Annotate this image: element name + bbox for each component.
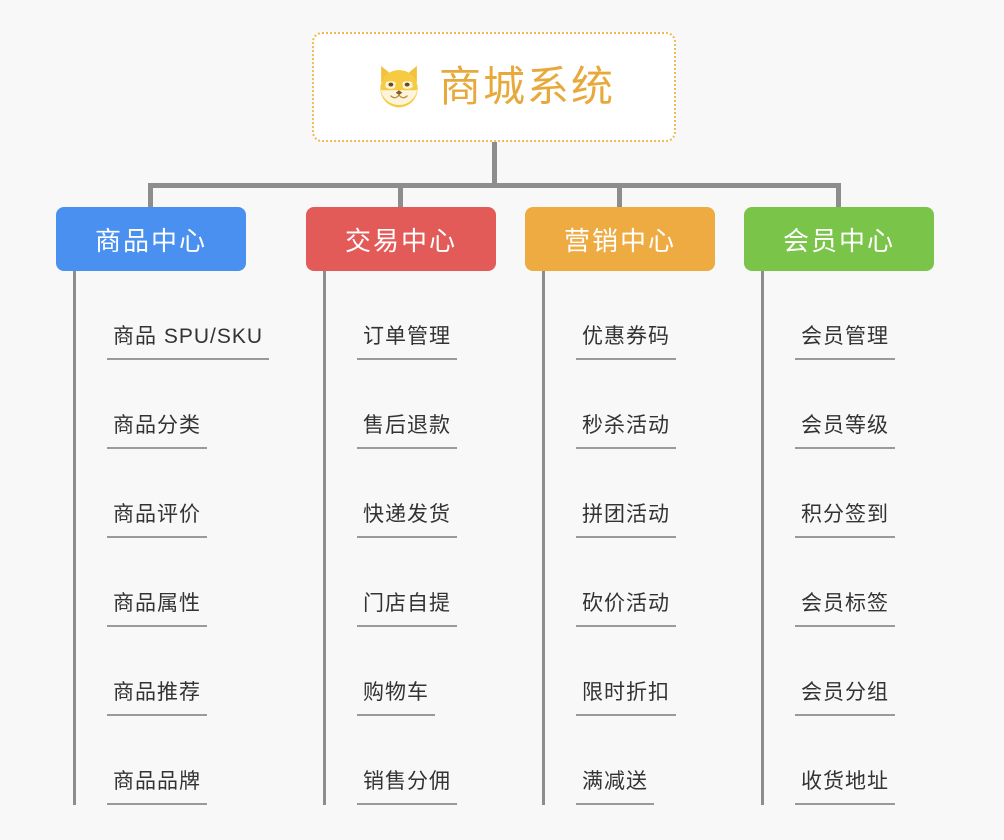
leaf-stack-member-center: 会员管理 会员等级 积分签到 会员标签 会员分组 收货地址 xyxy=(761,271,964,805)
list-item[interactable]: 快递发货 xyxy=(326,449,526,538)
list-item[interactable]: 会员等级 xyxy=(764,360,964,449)
leaf-stack-marketing-center: 优惠券码 秒杀活动 拼团活动 砍价活动 限时折扣 满减送 xyxy=(542,271,745,805)
list-item[interactable]: 订单管理 xyxy=(326,271,526,360)
list-item[interactable]: 销售分佣 xyxy=(326,716,526,805)
leaf-label: 满减送 xyxy=(576,765,654,805)
list-item[interactable]: 商品品牌 xyxy=(76,716,276,805)
list-item[interactable]: 购物车 xyxy=(326,627,526,716)
leaf-label: 收货地址 xyxy=(795,765,895,805)
connector-horizontal-bus xyxy=(148,183,839,188)
leaf-label: 会员分组 xyxy=(795,676,895,716)
list-item[interactable]: 门店自提 xyxy=(326,538,526,627)
leaf-stack-product-center: 商品 SPU/SKU 商品分类 商品评价 商品属性 商品推荐 商品品牌 xyxy=(73,271,276,805)
leaf-label: 订单管理 xyxy=(357,320,457,360)
category-label-marketing-center: 营销中心 xyxy=(563,225,676,256)
connector-drop-product-center xyxy=(148,183,153,209)
connector-drop-trade-center xyxy=(398,183,403,209)
leaf-label: 拼团活动 xyxy=(576,498,676,538)
leaf-label: 秒杀活动 xyxy=(576,409,676,449)
root-node-mall-system[interactable]: 商城系统 xyxy=(312,32,676,142)
page-title: 商城系统 xyxy=(438,63,615,110)
list-item[interactable]: 限时折扣 xyxy=(545,627,745,716)
leaf-label: 会员管理 xyxy=(795,320,895,360)
category-label-product-center: 商品中心 xyxy=(94,225,207,256)
list-item[interactable]: 积分签到 xyxy=(764,449,964,538)
list-item[interactable]: 拼团活动 xyxy=(545,449,745,538)
list-item[interactable]: 优惠券码 xyxy=(545,271,745,360)
leaf-label: 购物车 xyxy=(357,676,435,716)
leaf-label: 优惠券码 xyxy=(576,320,676,360)
column-trade-center: 交易中心 订单管理 售后退款 快递发货 门店自提 购物车 销售分佣 xyxy=(306,207,526,805)
shiba-dog-icon xyxy=(373,61,425,113)
column-product-center: 商品中心 商品 SPU/SKU 商品分类 商品评价 商品属性 商品推荐 商品品牌 xyxy=(56,207,276,805)
column-member-center: 会员中心 会员管理 会员等级 积分签到 会员标签 会员分组 收货地址 xyxy=(744,207,964,805)
list-item[interactable]: 售后退款 xyxy=(326,360,526,449)
leaf-label: 商品 SPU/SKU xyxy=(107,320,270,360)
list-item[interactable]: 会员管理 xyxy=(764,271,964,360)
category-box-member-center[interactable]: 会员中心 xyxy=(744,207,934,271)
category-label-trade-center: 交易中心 xyxy=(344,225,457,256)
connector-drop-member-center xyxy=(836,183,841,209)
list-item[interactable]: 商品属性 xyxy=(76,538,276,627)
list-item[interactable]: 满减送 xyxy=(545,716,745,805)
leaf-label: 商品品牌 xyxy=(107,765,207,805)
column-marketing-center: 营销中心 优惠券码 秒杀活动 拼团活动 砍价活动 限时折扣 满减送 xyxy=(525,207,745,805)
connector-drop-marketing-center xyxy=(617,183,622,209)
category-box-trade-center[interactable]: 交易中心 xyxy=(306,207,496,271)
list-item[interactable]: 收货地址 xyxy=(764,716,964,805)
list-item[interactable]: 商品分类 xyxy=(76,360,276,449)
leaf-label: 会员标签 xyxy=(795,587,895,627)
category-box-product-center[interactable]: 商品中心 xyxy=(56,207,246,271)
leaf-label: 砍价活动 xyxy=(576,587,676,627)
category-label-member-center: 会员中心 xyxy=(782,225,895,256)
list-item[interactable]: 会员分组 xyxy=(764,627,964,716)
leaf-label: 快递发货 xyxy=(357,498,457,538)
list-item[interactable]: 砍价活动 xyxy=(545,538,745,627)
leaf-label: 售后退款 xyxy=(357,409,457,449)
leaf-label: 商品分类 xyxy=(107,409,207,449)
list-item[interactable]: 会员标签 xyxy=(764,538,964,627)
list-item[interactable]: 商品评价 xyxy=(76,449,276,538)
leaf-label: 商品属性 xyxy=(107,587,207,627)
leaf-stack-trade-center: 订单管理 售后退款 快递发货 门店自提 购物车 销售分佣 xyxy=(323,271,526,805)
leaf-label: 销售分佣 xyxy=(357,765,457,805)
list-item[interactable]: 秒杀活动 xyxy=(545,360,745,449)
list-item[interactable]: 商品推荐 xyxy=(76,627,276,716)
leaf-label: 商品评价 xyxy=(107,498,207,538)
leaf-label: 门店自提 xyxy=(357,587,457,627)
category-box-marketing-center[interactable]: 营销中心 xyxy=(525,207,715,271)
leaf-label: 限时折扣 xyxy=(576,676,676,716)
leaf-label: 积分签到 xyxy=(795,498,895,538)
leaf-label: 商品推荐 xyxy=(107,676,207,716)
leaf-label: 会员等级 xyxy=(795,409,895,449)
connector-root-stem xyxy=(492,142,497,186)
list-item[interactable]: 商品 SPU/SKU xyxy=(76,271,276,360)
